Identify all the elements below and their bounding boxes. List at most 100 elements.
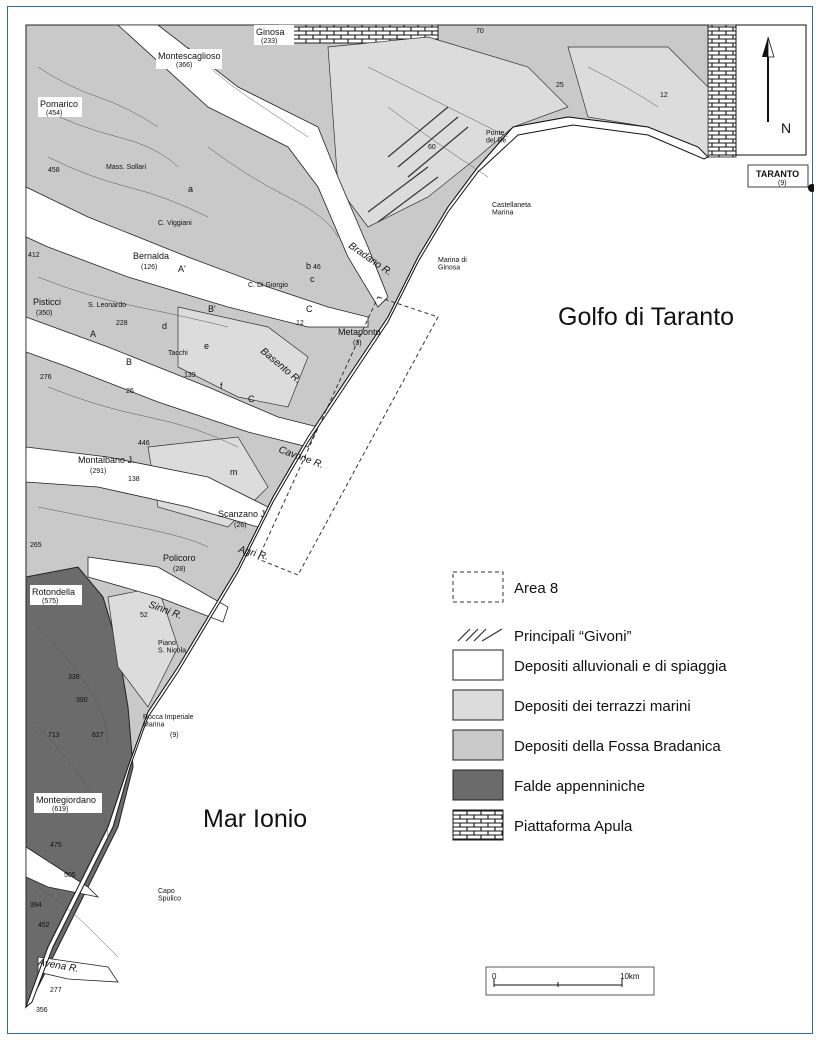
height-276: 276 [40,374,52,381]
pisticci-label: Pisticci [33,297,61,307]
height-505: 505 [64,872,76,879]
section-marks: A' A B' B C C a b c d e f m [90,184,315,477]
height-12b: 12 [296,320,304,327]
terrazzi-marini-band-3 [177,306,309,408]
scanzano-label: Scanzano J. [218,509,268,519]
metaponto-elev: (3) [353,340,362,347]
legend-piattaforma: Piattaforma Apula [514,818,633,835]
montalbano-label: Montalbano J. [78,455,135,465]
tacchi-label: Tacchi [168,350,188,357]
drainage-network [37,46,659,958]
height-412: 412 [28,252,40,259]
legend-area-8: Area 8 [514,580,558,597]
legend-fossa: Depositi della Fossa Bradanica [514,738,721,755]
height-390: 390 [76,697,88,704]
height-394: 394 [30,902,42,909]
spot-heights: 70 12 25 60 458 412 228 276 46 12 139 26… [28,28,668,1014]
scanzano-elev: (26) [234,522,246,529]
rocca-imperiale-elev: (9) [170,732,179,739]
s-leonardo-label: S. Leonardo [88,302,126,309]
mark-f-low: f [220,381,223,391]
scale-end: 10km [620,972,640,981]
height-356: 356 [36,1007,48,1014]
givoni-lines [367,106,469,223]
height-46: 46 [313,264,321,271]
scale-bar: 0 10km [485,966,655,996]
ginosa-elev: (233) [261,38,277,45]
mass-sollari-label: Mass. Sollari [106,164,147,171]
gulf-label: Golfo di Taranto [558,303,734,331]
section-a-prime: A' [178,264,186,274]
legend-givoni: Principali “Givoni” [514,628,632,645]
map-frame: Golfo di Taranto Mar Ionio N TARANTO (9)… [7,6,814,1034]
height-338: 338 [68,674,80,681]
pomarico-elev: (454) [46,110,62,117]
policoro-elev: (28) [173,566,185,573]
coastal-beach-strip [24,116,709,1009]
montegiordano-label: Montegiordano [36,795,96,805]
height-25: 25 [556,82,564,89]
montalbano-elev: (291) [90,468,106,475]
sea-label: Mar Ionio [203,805,307,833]
taranto-marker: TARANTO (9) [747,164,814,192]
rotondella-elev: (575) [42,598,58,605]
ginosa-label: Ginosa [256,27,285,37]
mark-c-low: c [310,274,315,284]
height-446: 446 [138,440,150,447]
height-138: 138 [128,476,140,483]
piattaforma-apula-area-east [707,24,737,158]
height-52: 52 [140,612,148,619]
pomarico-label: Pomarico [40,99,78,109]
pisticci-elev: (350) [36,310,52,317]
legend: Area 8 Principali “Givoni” Depositi allu… [452,571,727,841]
c-viggiani-label: C. Viggiani [158,220,192,227]
mark-d-low: d [162,321,167,331]
montescaglioso-elev: (366) [176,62,192,69]
rotondella-label: Rotondella [32,587,75,597]
section-a: A [90,329,96,339]
north-letter: N [781,120,791,136]
metaponto-label: Metaponto [338,327,381,337]
height-627: 627 [92,732,104,739]
policoro-label: Policoro [163,553,196,563]
town-labels: Montescaglioso (366) Ginosa (233) Pomari… [30,25,531,903]
height-458: 458 [48,167,60,174]
section-b: B [126,357,132,367]
height-475: 475 [50,842,62,849]
height-265: 265 [30,542,42,549]
height-228: 228 [116,320,128,327]
geologic-map: Golfo di Taranto Mar Ionio N TARANTO (9)… [24,24,814,1014]
montescaglioso-label: Montescaglioso [158,51,221,61]
section-c: C [306,304,313,314]
legend-falde: Falde appenniniche [514,778,645,795]
montegiordano-elev: (619) [52,806,68,813]
legend-alluvial: Depositi alluvionali e di spiaggia [514,658,727,675]
taranto-label: TARANTO [756,169,799,179]
section-c-lower: C [248,394,255,404]
height-26: 26 [126,388,134,395]
height-70: 70 [476,28,484,35]
scale-start: 0 [492,972,497,981]
area-8-outline [257,296,439,576]
mark-a-low: a [188,184,193,194]
section-b-prime: B' [208,304,216,314]
height-277: 277 [50,987,62,994]
height-452: 452 [38,922,50,929]
north-arrow: N [735,24,807,156]
height-12: 12 [660,92,668,99]
height-139: 139 [184,372,196,379]
alluvial-valleys [25,24,389,983]
height-60: 60 [428,144,436,151]
legend-terraces: Depositi dei terrazzi marini [514,698,691,715]
bernalda-label: Bernalda [133,251,169,261]
c-di-giorgio-label: C. Di Giorgio [248,282,288,289]
bernalda-elev: (126) [141,264,157,271]
mark-b-low: b [306,261,311,271]
height-713: 713 [48,732,60,739]
